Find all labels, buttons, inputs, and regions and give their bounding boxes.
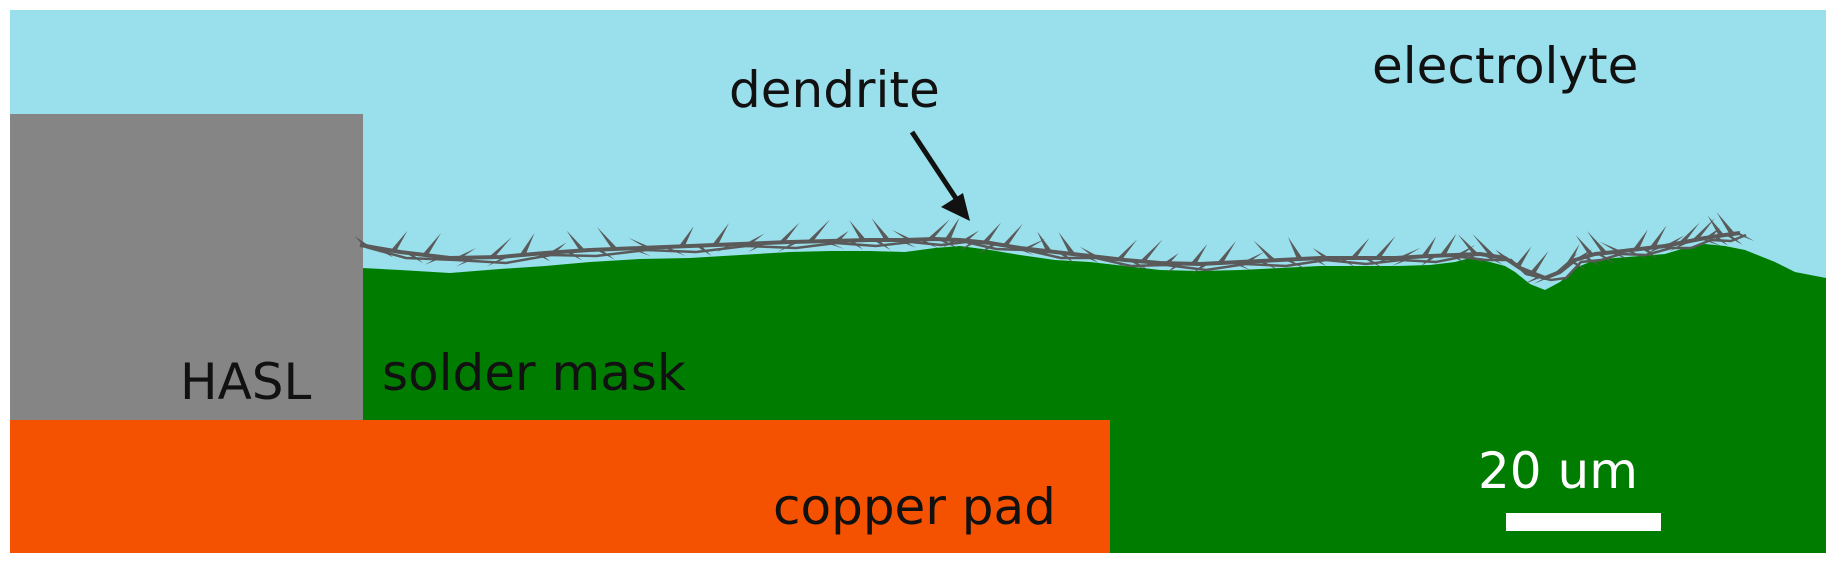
copper-pad-region xyxy=(10,420,1110,553)
hasl-region xyxy=(10,114,363,420)
solder-mask-label: solder mask xyxy=(382,344,686,402)
hasl-label: HASL xyxy=(180,353,312,411)
dendrite-arrow-head xyxy=(941,193,970,221)
scale-bar xyxy=(1506,513,1661,531)
dendrite-arrow-shaft xyxy=(909,130,960,202)
dendrite-growth xyxy=(354,212,1755,285)
electrolyte-label: electrolyte xyxy=(1372,37,1638,95)
copper-pad-label: copper pad xyxy=(773,478,1056,536)
scale-bar-label: 20 um xyxy=(1478,442,1638,500)
dendrite-label: dendrite xyxy=(729,61,940,119)
